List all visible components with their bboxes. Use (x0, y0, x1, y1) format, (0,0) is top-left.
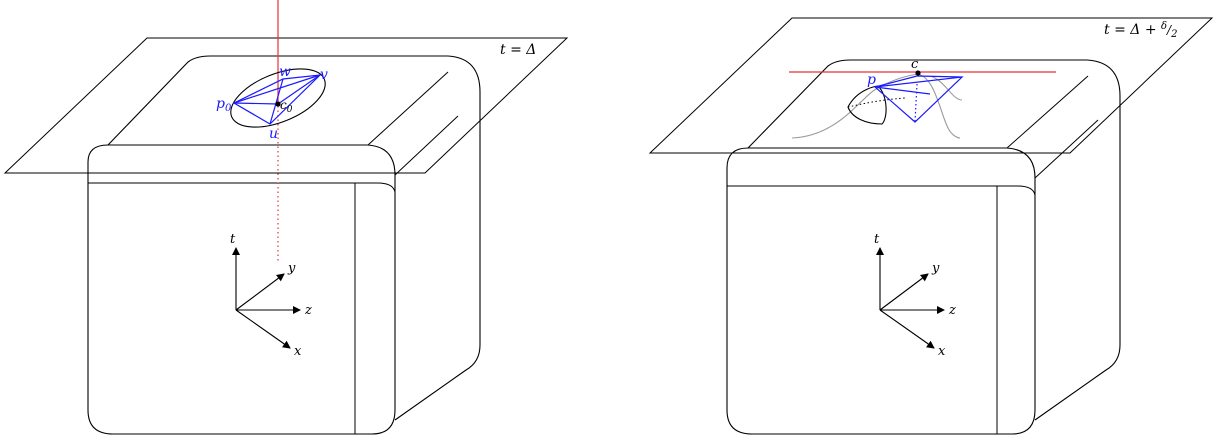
right-axis-label-t: t (874, 232, 880, 247)
right-box-right-edge (1034, 119, 1099, 179)
left-label-p0: p0 (216, 96, 232, 114)
left-simplex (232, 74, 322, 125)
right-dome-dotted (847, 97, 906, 108)
right-simplex-edge2 (874, 86, 931, 95)
left-simplex-diag1 (233, 74, 321, 104)
left-label-w: w (279, 64, 291, 80)
left-axis-label-y: y (287, 261, 296, 276)
left-ellipse (230, 68, 326, 128)
left-axis-y (235, 273, 285, 311)
left-axis-label-z: z (304, 303, 312, 318)
left-box-outline (87, 144, 396, 435)
right-box-top (747, 59, 1121, 421)
left-axis-x (235, 309, 291, 349)
right-simplex-dotted (914, 83, 918, 123)
left-box (87, 55, 481, 435)
left-panel: t = Δ p0 w v u c0 t y z x (3, 0, 569, 435)
right-label-p: p (867, 72, 876, 88)
left-box-top-inner-edge (367, 71, 449, 146)
right-curve-right (917, 73, 961, 139)
right-simplex-triangle (873, 76, 964, 123)
right-axis-label-z: z (948, 303, 956, 318)
right-label-c: c (911, 57, 919, 72)
left-box-front-horizontal (88, 182, 396, 193)
right-box-top-inner-edge (1006, 75, 1089, 149)
right-dome (847, 85, 887, 125)
right-simplex (873, 75, 964, 123)
left-simplex-spoke-p0 (233, 102, 279, 105)
left-axis-label-x: x (294, 344, 302, 359)
left-axes (232, 247, 301, 349)
right-axis-x (879, 309, 935, 349)
right-box-front-horizontal (727, 185, 1036, 196)
right-plane-label: t = Δ + δ/2 (1104, 21, 1177, 40)
right-simplex-edge3 (916, 75, 963, 78)
right-curves (791, 73, 963, 139)
right-point-c (915, 70, 921, 76)
right-axes (876, 247, 945, 349)
left-point-c0 (275, 101, 281, 107)
right-plane (648, 17, 1214, 154)
right-box-outline (726, 147, 1036, 435)
left-label-c0: c0 (280, 98, 293, 115)
left-box-top (107, 55, 481, 421)
left-plane (3, 37, 569, 174)
right-simplex-edge1 (874, 75, 918, 88)
right-panel: t = Δ + δ/2 p c t y (648, 17, 1214, 435)
left-box-right-edge (394, 115, 459, 176)
left-simplex-spoke-v (277, 74, 321, 105)
right-axis-label-x: x (938, 344, 946, 359)
right-axis-y (879, 273, 929, 311)
right-curve-tail (929, 75, 963, 101)
left-simplex-diag2 (269, 78, 284, 125)
left-label-u: u (269, 126, 278, 142)
left-label-v: v (320, 67, 328, 83)
right-box (726, 59, 1121, 435)
right-curve-left (791, 73, 919, 139)
left-axis-label-t: t (230, 232, 236, 247)
right-axis-label-y: y (931, 261, 940, 276)
left-plane-label: t = Δ (500, 42, 536, 58)
